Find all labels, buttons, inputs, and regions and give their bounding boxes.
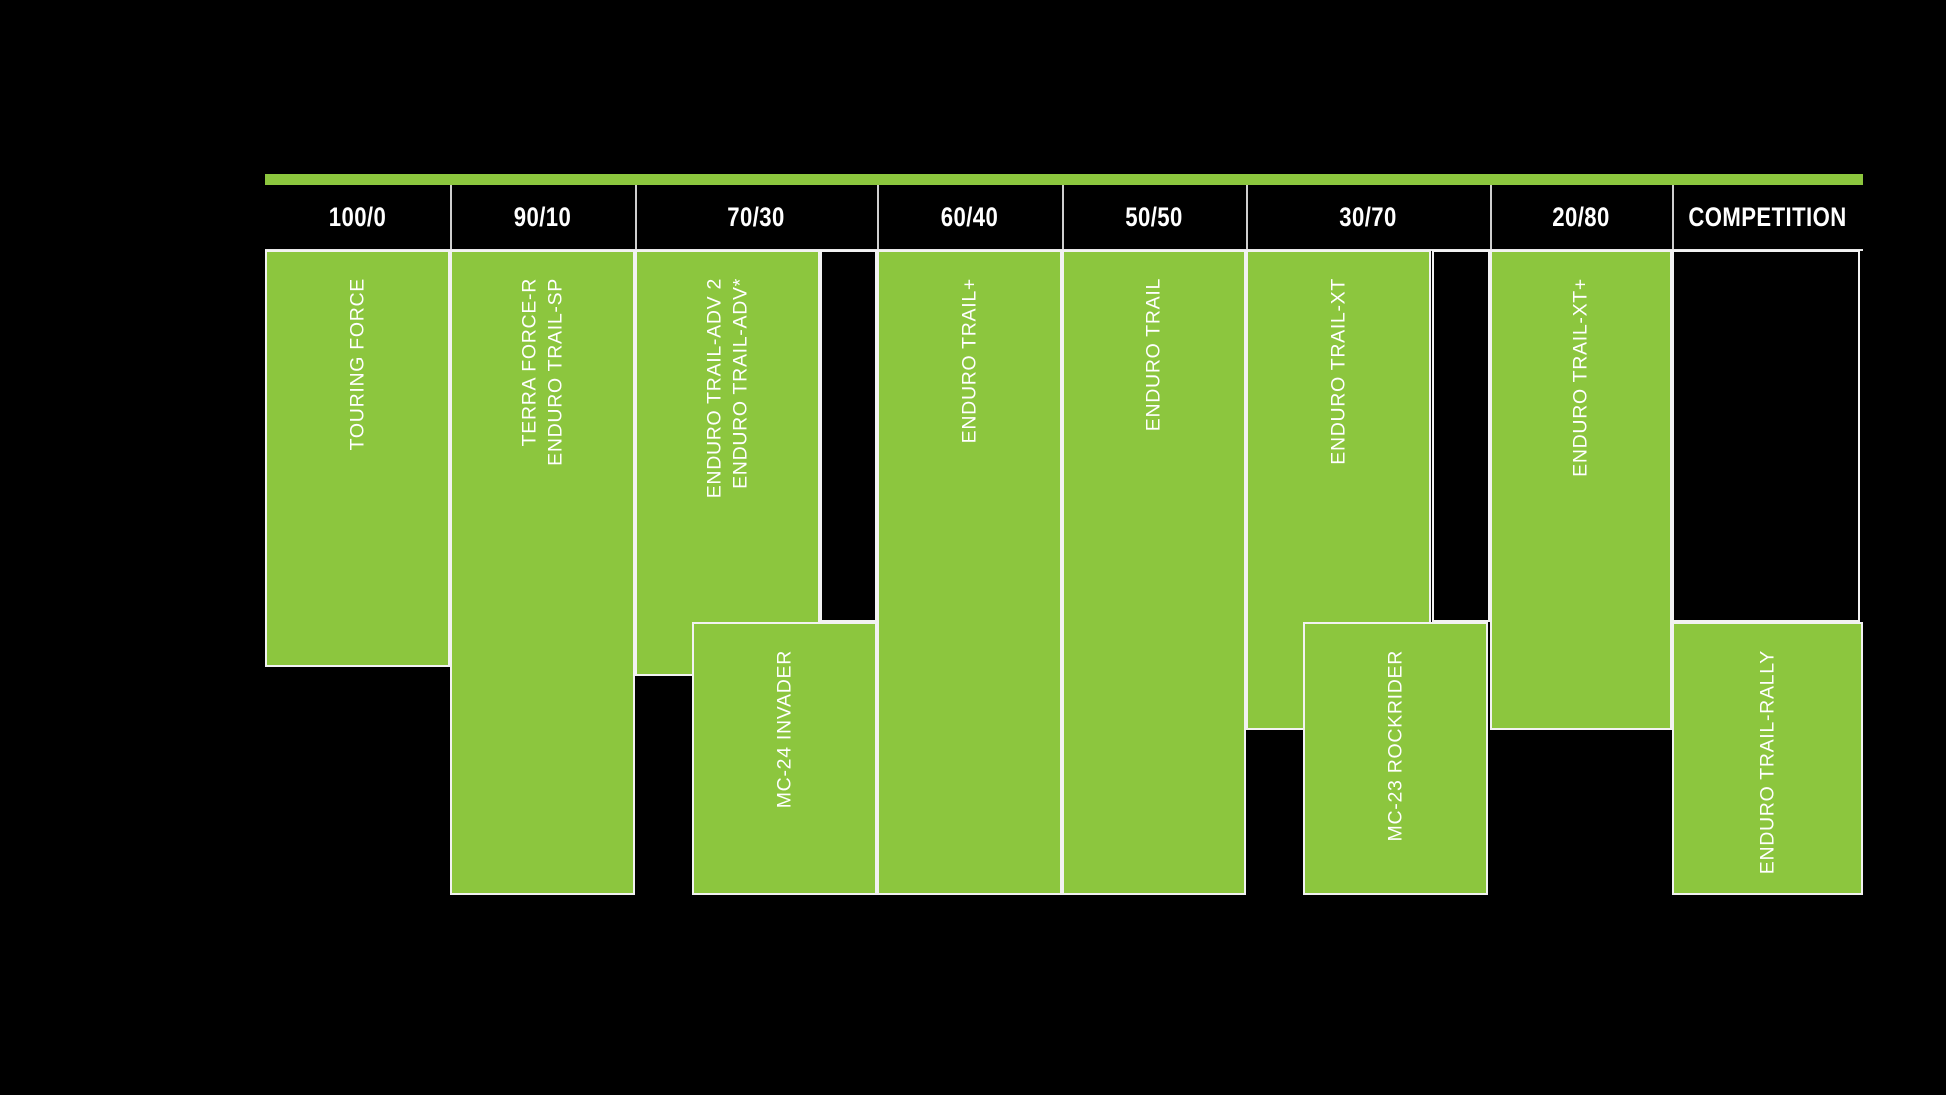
bar-label-enduro-trail: ENDURO TRAIL: [1142, 278, 1165, 432]
bar-touring-force[interactable]: TOURING FORCE: [265, 250, 450, 667]
bar-label-mc-23-rockrider: MC-23 ROCKRIDER: [1384, 650, 1406, 842]
bar-enduro-trail[interactable]: ENDURO TRAIL: [1062, 250, 1246, 895]
header-divider-2: [877, 185, 879, 250]
header-divider-6: [1672, 185, 1674, 250]
bar-label-terra-force-r-1: TERRA FORCE-R: [518, 278, 540, 447]
bar-label-enduro-trail-xt: ENDURO TRAIL-XT+: [1569, 278, 1592, 477]
header-cell-90-10[interactable]: 90/10: [513, 202, 572, 232]
header-divider-0: [450, 185, 452, 250]
header-divider-1: [635, 185, 637, 250]
top-accent-rule: [265, 174, 1863, 185]
bar-label-enduro-trail-adv-2-2: ENDURO TRAIL-ADV*: [729, 278, 751, 489]
empty-frame-competition: [1672, 250, 1860, 622]
bar-label-enduro-trail-rally: ENDURO TRAIL-RALLY: [1756, 650, 1778, 875]
header-cell-competition[interactable]: COMPETITION: [1688, 202, 1847, 232]
bar-mc-24-invader[interactable]: MC-24 INVADER: [692, 622, 877, 895]
bar-label-enduro-trail: ENDURO TRAIL+: [958, 278, 980, 444]
header-row: 100/0 90/10 70/30 60/40 50/50 30/70 20/80 COMPE…: [265, 185, 1863, 250]
header-cell-100-0[interactable]: 100/0: [328, 202, 387, 232]
empty-frame-70-30: [820, 250, 877, 622]
bar-mc-23-rockrider[interactable]: MC-23 ROCKRIDER: [1303, 622, 1488, 895]
empty-frame-20-80: [1432, 250, 1490, 622]
header-cell-30-70[interactable]: 30/70: [1339, 202, 1397, 232]
header-cell-50-50[interactable]: 50/50: [1125, 202, 1183, 232]
header-divider-4: [1246, 185, 1248, 250]
bar-label-mc-24-invader: MC-24 INVADER: [773, 650, 795, 809]
header-cell-70-30[interactable]: 70/30: [727, 202, 785, 232]
header-divider-3: [1062, 185, 1064, 250]
header-divider-5: [1490, 185, 1492, 250]
bar-enduro-trail[interactable]: ENDURO TRAIL+: [877, 250, 1062, 895]
header-cell-20-80[interactable]: 20/80: [1552, 202, 1610, 232]
bar-label-touring-force: TOURING FORCE: [346, 278, 368, 451]
bar-label-terra-force-r-2: ENDURO TRAIL-SP: [544, 278, 566, 466]
header-cell-60-40[interactable]: 60/40: [940, 202, 999, 232]
header-bottom-rule: [265, 249, 1863, 251]
bar-enduro-trail-rally[interactable]: ENDURO TRAIL-RALLY: [1672, 622, 1863, 895]
bar-label-enduro-trail-xt: ENDURO TRAIL-XT: [1327, 278, 1349, 465]
bar-label-enduro-trail-adv-2-1: ENDURO TRAIL-ADV 2: [703, 278, 725, 499]
bar-enduro-trail-xt[interactable]: ENDURO TRAIL-XT+: [1490, 250, 1672, 730]
